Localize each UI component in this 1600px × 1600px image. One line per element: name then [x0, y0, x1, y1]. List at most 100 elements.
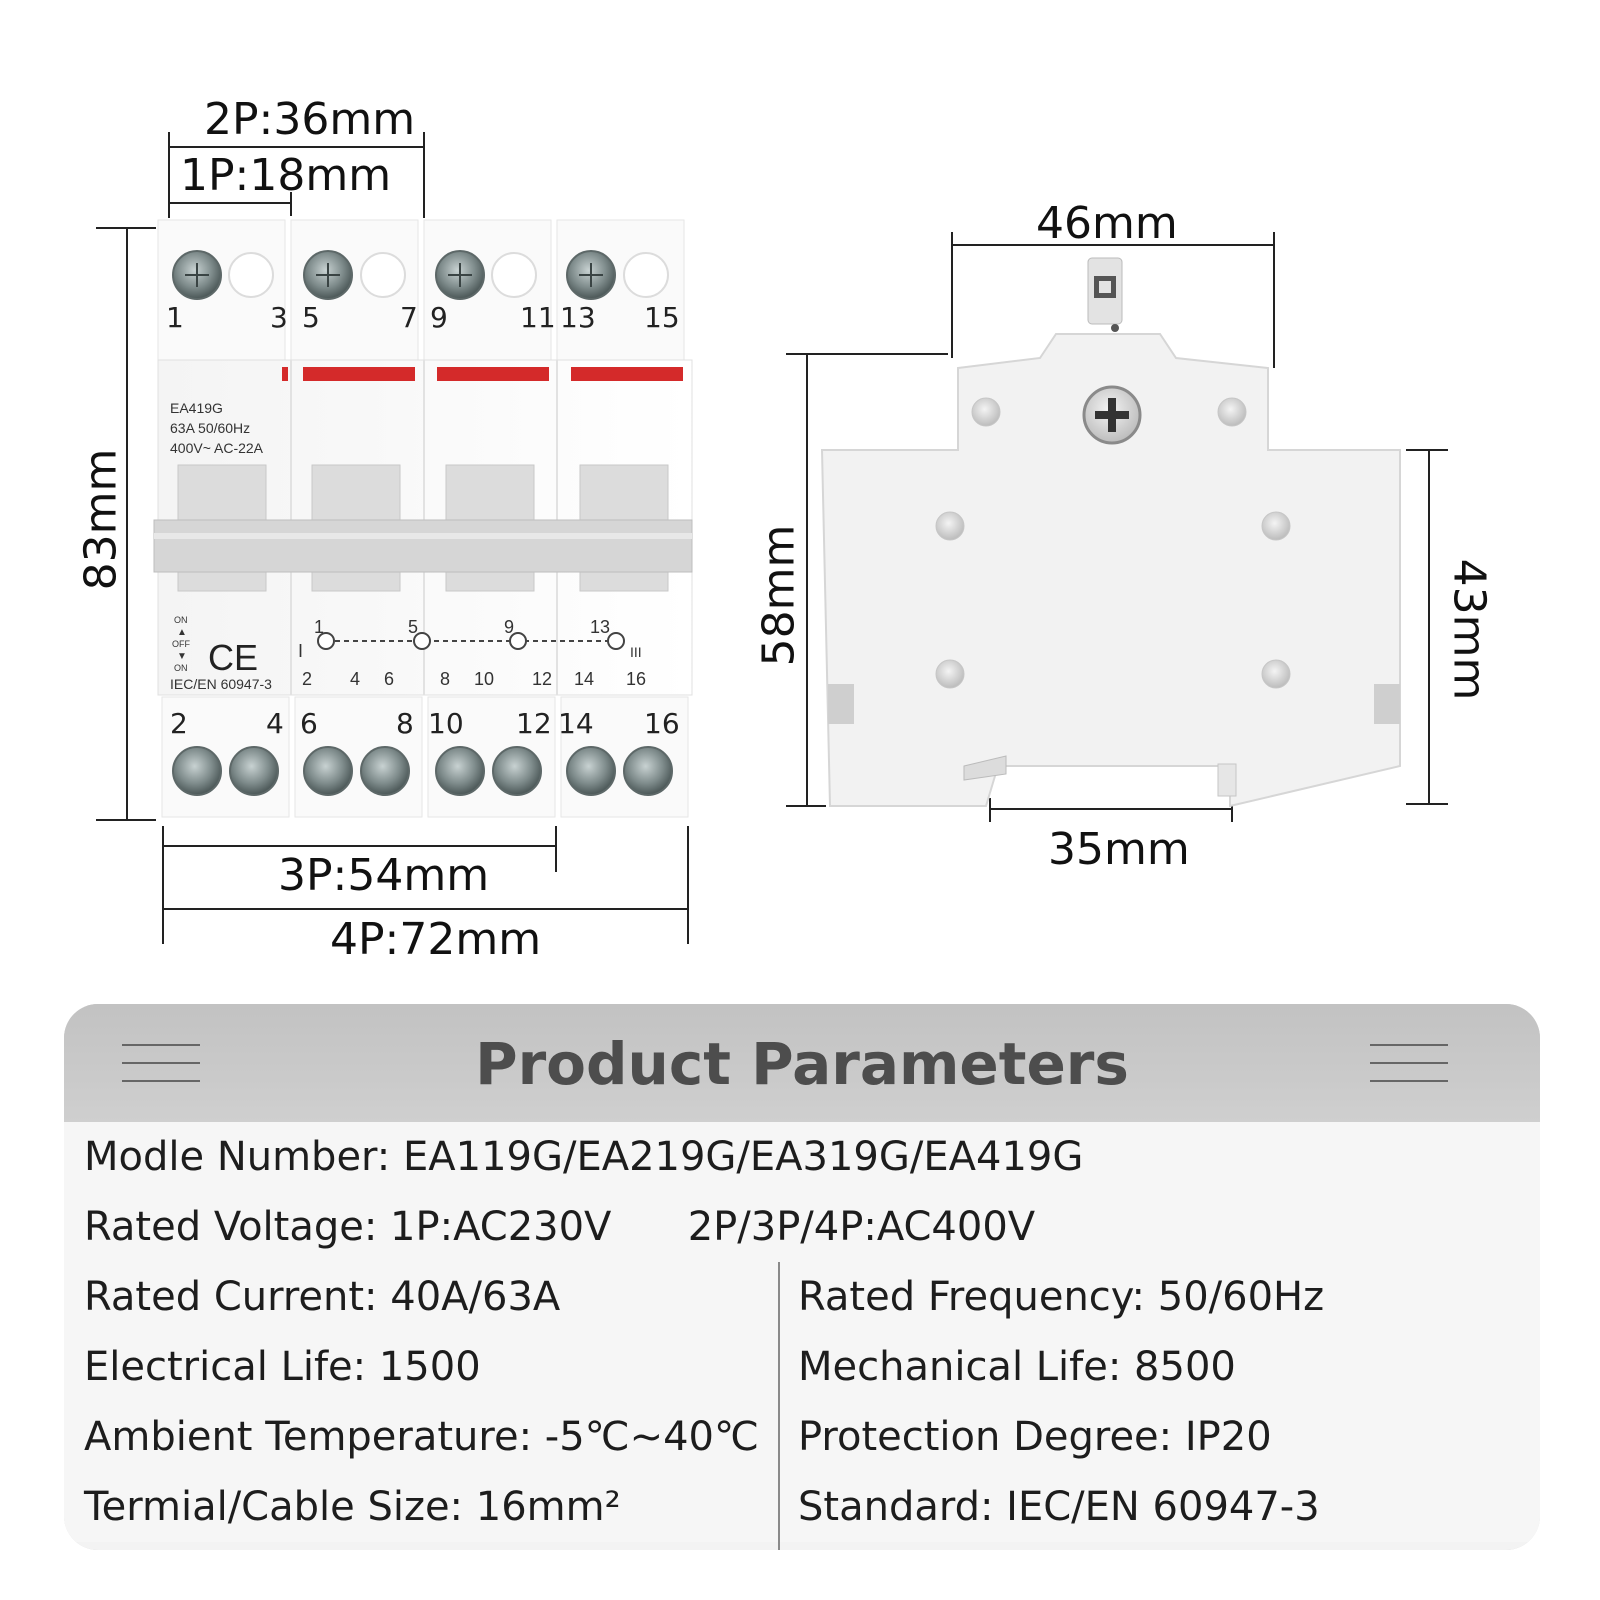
terminal-number: 4	[266, 707, 284, 740]
svg-text:ON: ON	[174, 615, 188, 625]
dim-2p-tick-left	[168, 132, 170, 218]
svg-text:I: I	[298, 641, 303, 661]
dim-35-tick-right	[1231, 798, 1233, 822]
svg-text:12: 12	[532, 669, 552, 689]
svg-text:10: 10	[474, 669, 494, 689]
terminal-number: 1	[166, 301, 184, 334]
terminal-number: 9	[430, 301, 448, 334]
terminal-number: 5	[302, 301, 320, 334]
device-label: EA419G 63A 50/60Hz 400V~ AC-22A	[170, 400, 264, 456]
svg-text:ON: ON	[174, 663, 188, 673]
svg-text:4: 4	[350, 669, 360, 689]
dim-58-line	[806, 354, 808, 806]
hole-icon	[491, 252, 537, 298]
screw-icon	[623, 746, 673, 796]
param-cell: Rated Current: 40A/63A	[84, 1274, 561, 1320]
param-cell: Electrical Life: 1500	[84, 1344, 481, 1390]
voltage-label: 400V~ AC-22A	[170, 440, 264, 456]
dim-4p-tick-right	[687, 826, 689, 944]
dim-83-label: 83mm	[75, 448, 127, 591]
terminal-number: 16	[644, 707, 680, 740]
dim-43-line	[1428, 450, 1430, 804]
terminal-number: 14	[558, 707, 594, 740]
terminal-number: 10	[428, 707, 464, 740]
screw-icon	[492, 746, 542, 796]
param-cell: Rated Frequency: 50/60Hz	[798, 1274, 1325, 1320]
side-view-device	[820, 257, 1401, 808]
table-row: Modle Number: EA119G/EA219G/EA319G/EA419…	[64, 1122, 1540, 1194]
param-cell: Ambient Temperature: -5℃~40℃	[84, 1414, 759, 1460]
dim-43-label: 43mm	[1443, 558, 1495, 701]
red-indicator-bars	[282, 367, 683, 381]
dim-4p-label: 4P:72mm	[330, 914, 542, 965]
svg-text:13: 13	[590, 617, 610, 637]
dim-43-tick-top	[1406, 449, 1448, 451]
dim-2p-line	[170, 146, 424, 148]
dim-46-tick-left	[951, 232, 953, 358]
svg-text:1: 1	[314, 617, 324, 637]
dim-35-line	[990, 808, 1232, 810]
wiring-diagram: 1 5 9 13 I III 2 4 6 8 10 12 14 16	[298, 617, 646, 689]
dim-1p-line	[170, 202, 292, 204]
screw-icon	[435, 746, 485, 796]
svg-text:9: 9	[504, 617, 514, 637]
dim-4p-tick-left	[162, 826, 164, 944]
dim-1p-label: 1P:18mm	[180, 150, 392, 201]
front-view-device: 1 3 5 7 9 11 13 15 EA419G 63A 50/60Hz 40…	[153, 219, 693, 818]
dim-35-tick-left	[989, 798, 991, 822]
dim-43-tick-bottom	[1406, 803, 1448, 805]
terminal-number: 7	[400, 301, 418, 334]
terminal-number: 6	[300, 707, 318, 740]
dim-46-label: 46mm	[1036, 198, 1178, 249]
top-screws	[172, 250, 669, 300]
hole-icon	[623, 252, 669, 298]
side-body	[820, 333, 1401, 808]
slot	[828, 684, 854, 724]
svg-text:5: 5	[408, 617, 418, 637]
terminal-number: 11	[520, 301, 556, 334]
param-cell: Protection Degree: IP20	[798, 1414, 1272, 1460]
dim-2p-label: 2P:36mm	[204, 94, 416, 145]
dim-2p-tick-right	[423, 132, 425, 218]
dim-83-tick-bottom	[96, 819, 156, 821]
screw-icon	[172, 746, 222, 796]
arrow-up-icon: ▲	[177, 627, 187, 638]
terminal-number: 15	[644, 301, 680, 334]
param-cell: Standard: IEC/EN 60947-3	[798, 1484, 1320, 1530]
screw-icon	[229, 746, 279, 796]
on-off-marks: ON ▲ OFF ▼ ON	[172, 615, 190, 673]
model-label: EA419G	[170, 400, 223, 416]
parameters-header: Product Parameters	[64, 1004, 1540, 1122]
parameters-title: Product Parameters	[475, 1030, 1129, 1098]
terminal-number: 12	[516, 707, 552, 740]
top-terminal-numbers: 1 3 5 7 9 11 13 15	[166, 301, 680, 334]
dim-58-label: 58mm	[753, 524, 805, 667]
param-cell: Termial/Cable Size: 16mm²	[84, 1484, 621, 1530]
terminal-number: 2	[170, 707, 188, 740]
param-cell: Modle Number: EA119G/EA219G/EA319G/EA419…	[84, 1134, 1084, 1180]
dim-46-tick-right	[1273, 232, 1275, 368]
table-row: Ambient Temperature: -5℃~40℃ Protection …	[64, 1402, 1540, 1474]
svg-text:III: III	[630, 644, 642, 660]
bottom-screws	[172, 746, 673, 796]
dim-1p-tick-right	[290, 192, 292, 216]
param-cell: Rated Voltage: 1P:AC230V 2P/3P/4P:AC400V	[84, 1204, 1036, 1250]
arrow-down-icon: ▼	[177, 651, 187, 662]
dim-3p-label: 3P:54mm	[278, 850, 490, 901]
terminal-number: 3	[270, 301, 288, 334]
terminal-number: 13	[560, 301, 596, 334]
table-row: Termial/Cable Size: 16mm² Standard: IEC/…	[64, 1472, 1540, 1542]
hole-icon	[228, 252, 274, 298]
menu-lines-icon	[122, 1044, 200, 1084]
switch-handle-bar	[153, 519, 693, 573]
column-divider	[778, 1262, 780, 1550]
param-cell: Mechanical Life: 8500	[798, 1344, 1236, 1390]
ce-mark: CE	[208, 637, 258, 678]
svg-text:6: 6	[384, 669, 394, 689]
svg-text:14: 14	[574, 669, 594, 689]
dim-3p-tick-right	[555, 826, 557, 872]
dim-4p-line	[163, 908, 689, 910]
product-parameters-panel: Product Parameters Modle Number: EA119G/…	[64, 1004, 1540, 1550]
dim-58-tick-top	[786, 353, 948, 355]
dim-58-tick-bottom	[786, 805, 826, 807]
